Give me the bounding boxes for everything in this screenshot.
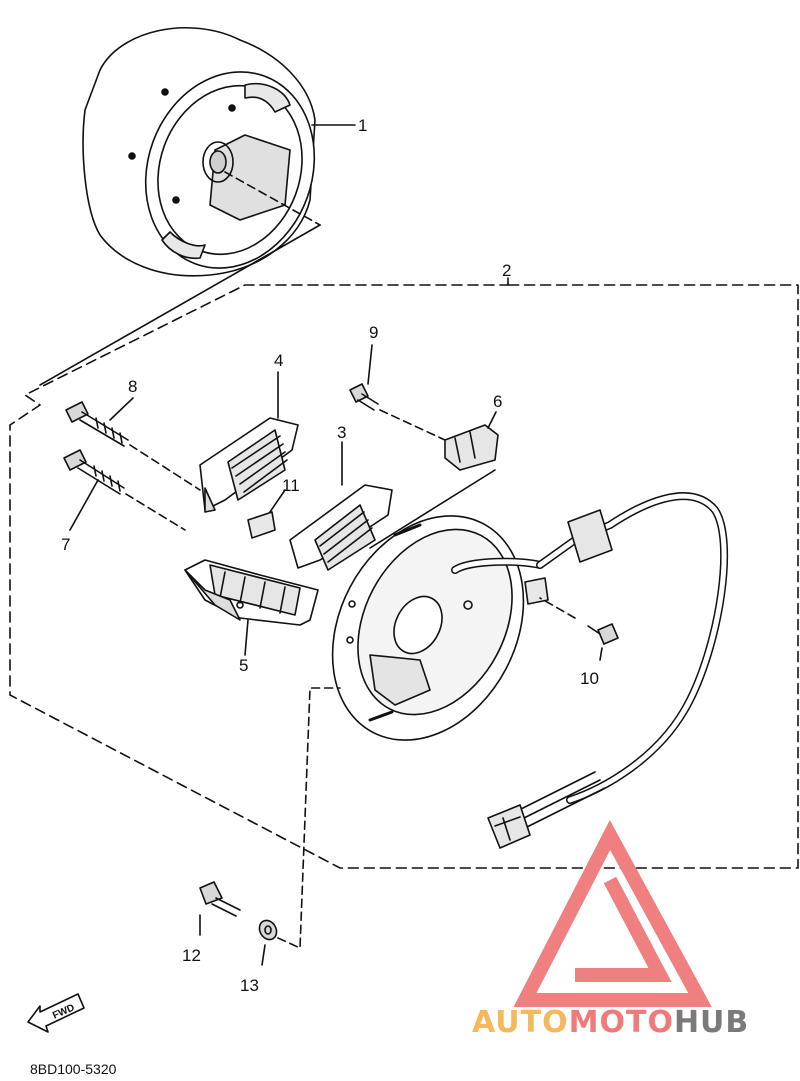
callout-10: 10	[580, 669, 599, 688]
stator-assembly-outline	[9, 284, 799, 869]
callout-3: 3	[337, 423, 346, 442]
callout-13: 13	[240, 976, 259, 995]
fwd-direction-arrow	[27, 993, 85, 1033]
stator-base-plate	[331, 515, 525, 741]
diagram-code: 8BD100-5320	[30, 1061, 117, 1077]
stator-coil-5	[184, 559, 319, 656]
callout-2: 2	[502, 261, 511, 280]
callout-9: 9	[369, 323, 378, 342]
collar-11	[247, 489, 286, 539]
screw-7	[63, 449, 186, 531]
callout-labels: 1 2 3 4 5 6 7 8 9 10 11 12 13	[61, 116, 599, 995]
callout-1: 1	[358, 116, 367, 135]
watermark-moto: MOTO	[569, 1005, 674, 1040]
callout-8: 8	[128, 377, 137, 396]
screw-8	[65, 397, 201, 491]
callout-4: 4	[274, 351, 283, 370]
flywheel-rotor	[39, 27, 356, 386]
callout-7: 7	[61, 535, 70, 554]
screw-10	[539, 597, 619, 661]
wire-harness	[451, 492, 729, 849]
svg-text:AUTOMOTOHUB: AUTOMOTOHUB	[472, 1005, 749, 1040]
callout-12: 12	[182, 946, 201, 965]
stator-coil-4	[199, 371, 299, 513]
stator-coil-3	[289, 441, 393, 571]
watermark-hub: HUB	[674, 1005, 749, 1040]
holder-6	[369, 411, 499, 549]
automotohub-logo-mark	[513, 820, 712, 1007]
bolt-12	[199, 881, 241, 936]
callout-6: 6	[493, 392, 502, 411]
screw-9	[349, 344, 446, 441]
watermark: AUTOMOTOHUB	[472, 1005, 749, 1040]
callout-5: 5	[239, 656, 248, 675]
watermark-auto: AUTO	[472, 1005, 569, 1040]
callout-11: 11	[282, 476, 300, 495]
washer-13	[258, 687, 341, 966]
